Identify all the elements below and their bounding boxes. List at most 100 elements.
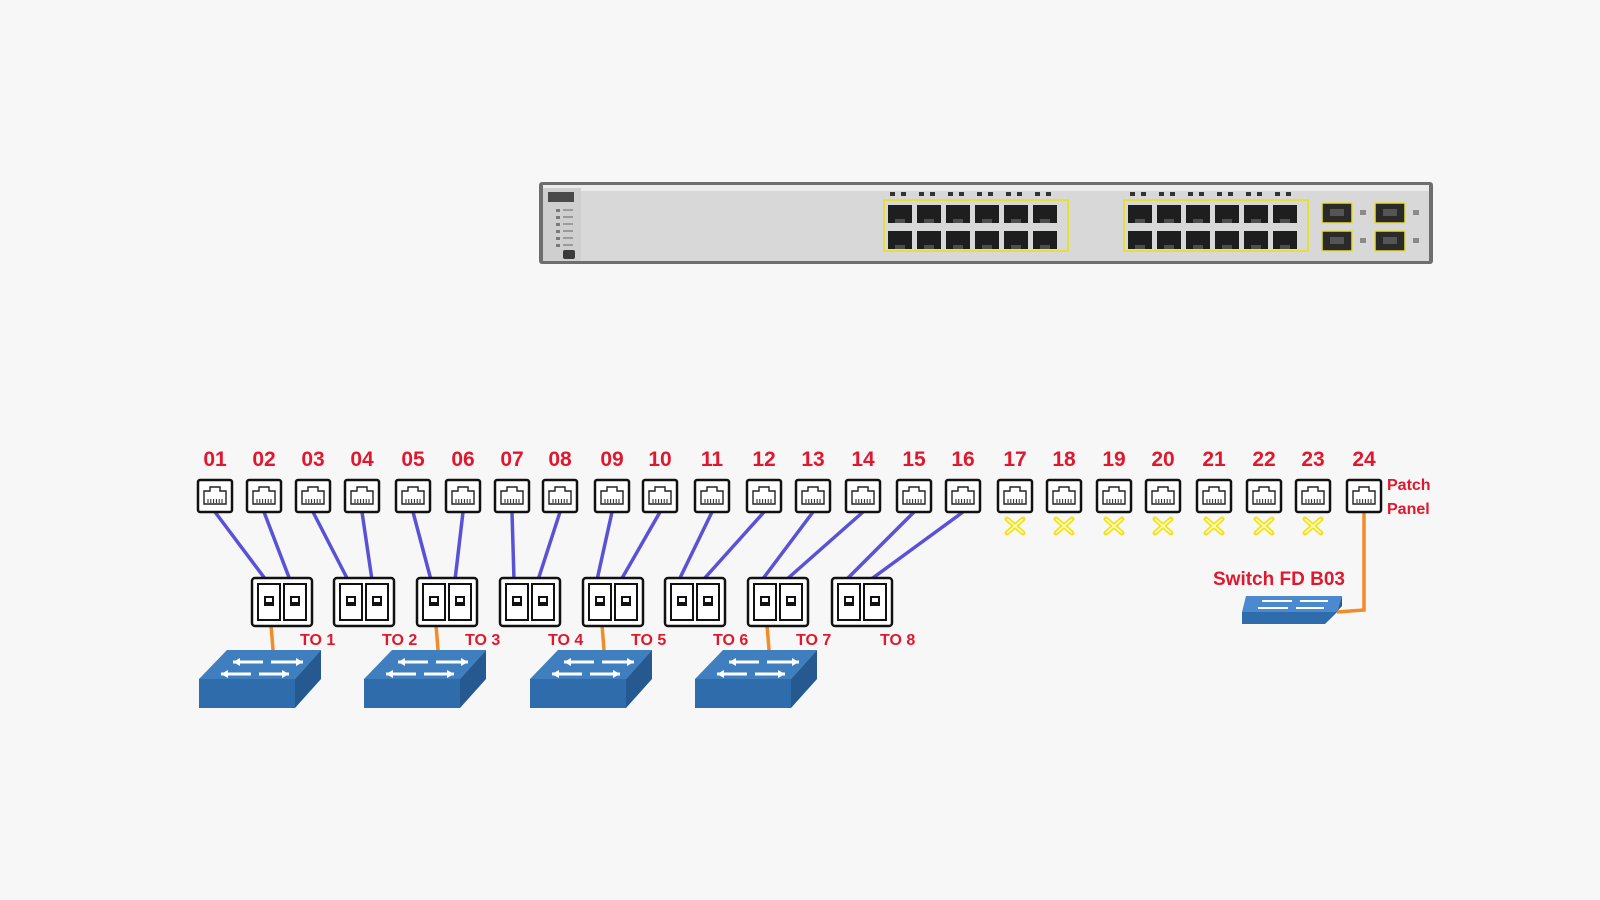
telecom-outlet (663, 576, 727, 628)
patch-port-number: 11 (701, 448, 724, 471)
patch-cable (360, 511, 374, 581)
outlet-label: TO 7 (796, 632, 831, 649)
switch-fd-b03-icon (1242, 596, 1342, 624)
unused-port-mark (1103, 516, 1125, 536)
port-led (977, 192, 982, 196)
patch-port-number: 16 (951, 448, 974, 471)
patch-port-jack (196, 478, 234, 514)
patch-port-jack (1294, 478, 1332, 514)
telecom-outlet (498, 576, 562, 628)
telecom-outlet (746, 576, 810, 628)
port-led (1141, 192, 1146, 196)
patch-port-number: 18 (1052, 448, 1076, 471)
switch-port-bank-2 (1123, 192, 1309, 252)
switch-port-bank-1 (883, 192, 1069, 252)
port-led (1035, 192, 1040, 196)
port-led (930, 192, 935, 196)
outlet-label: TO 1 (300, 632, 335, 649)
patch-cable (411, 511, 433, 581)
patch-port-number: 20 (1151, 448, 1174, 471)
switch-port (1186, 231, 1210, 249)
patch-port-jack (996, 478, 1034, 514)
telecom-outlet (830, 576, 894, 628)
patch-port-jack (1195, 478, 1233, 514)
patch-port-jack (1095, 478, 1133, 514)
access-switch-icon (530, 650, 652, 708)
patch-cable (262, 511, 292, 581)
switch-port (1157, 205, 1181, 223)
patch-port-number: 04 (350, 448, 374, 471)
patch-port-number: 03 (301, 448, 324, 471)
port-led (1046, 192, 1051, 196)
telecom-outlet (250, 576, 314, 628)
switch-port (888, 205, 912, 223)
patch-cable (595, 511, 614, 581)
outlet-label: TO 2 (382, 632, 417, 649)
patch-port-number: 15 (902, 448, 926, 471)
access-switch-icon (695, 650, 817, 708)
telecom-outlet (332, 576, 396, 628)
port-led (1246, 192, 1251, 196)
port-led (948, 192, 953, 196)
outlet-label: TO 4 (548, 632, 583, 649)
patch-port-jack (1245, 478, 1283, 514)
patch-port-jack (1144, 478, 1182, 514)
telecom-outlet (415, 576, 479, 628)
patch-port-jack (1045, 478, 1083, 514)
patch-port-jack (944, 478, 982, 514)
switch-port (1004, 205, 1028, 223)
patch-cable (844, 510, 916, 582)
unused-port-mark (1203, 516, 1225, 536)
switch-port (1244, 231, 1268, 249)
outlet-label: TO 3 (465, 632, 500, 649)
patch-port-jack (394, 478, 432, 514)
patch-port-number: 19 (1102, 448, 1125, 471)
patch-port-jack (745, 478, 783, 514)
patch-port-number: 08 (548, 448, 572, 471)
patch-port-jack (245, 478, 283, 514)
patch-port-jack (895, 478, 933, 514)
patch-port-number: 06 (451, 448, 474, 471)
port-led (1017, 192, 1022, 196)
switch-port (1273, 231, 1297, 249)
patch-cable (868, 510, 965, 582)
switch-port (1128, 205, 1152, 223)
telecom-outlet (581, 576, 645, 628)
switch-port (1244, 205, 1268, 223)
unused-port-mark (1253, 516, 1275, 536)
port-led (1257, 192, 1262, 196)
patch-port-number: 14 (851, 448, 875, 471)
patch-port-number: 02 (252, 448, 275, 471)
port-led (1170, 192, 1175, 196)
switch-port (975, 231, 999, 249)
patch-port-number: 12 (752, 448, 775, 471)
access-switch-icon (199, 650, 321, 708)
switch-port (1215, 231, 1239, 249)
switch-port (1004, 231, 1028, 249)
switch-port (917, 231, 941, 249)
patch-port-number: 22 (1252, 448, 1275, 471)
uplink-port (1374, 230, 1419, 252)
patch-port-number: 07 (500, 448, 523, 471)
switch-port (946, 205, 970, 223)
unused-port-mark (1302, 516, 1324, 536)
patch-port-number: 01 (203, 448, 227, 471)
patch-panel-label-line2: Panel (1387, 501, 1430, 518)
port-led (1130, 192, 1135, 196)
patch-port-jack (693, 478, 731, 514)
patch-port-jack (343, 478, 381, 514)
unused-port-mark (1053, 516, 1075, 536)
patch-port-number: 13 (801, 448, 824, 471)
unused-port-mark (1004, 516, 1026, 536)
switch-port (1033, 205, 1057, 223)
patch-port-jack (844, 478, 882, 514)
unused-port-mark (1152, 516, 1174, 536)
patch-cable (701, 510, 766, 582)
uplink-port (1321, 202, 1366, 224)
port-led (1217, 192, 1222, 196)
patch-port-number: 24 (1352, 448, 1376, 471)
switch-port (888, 231, 912, 249)
patch-port-jack (1345, 478, 1383, 514)
patch-port-number: 05 (401, 448, 425, 471)
